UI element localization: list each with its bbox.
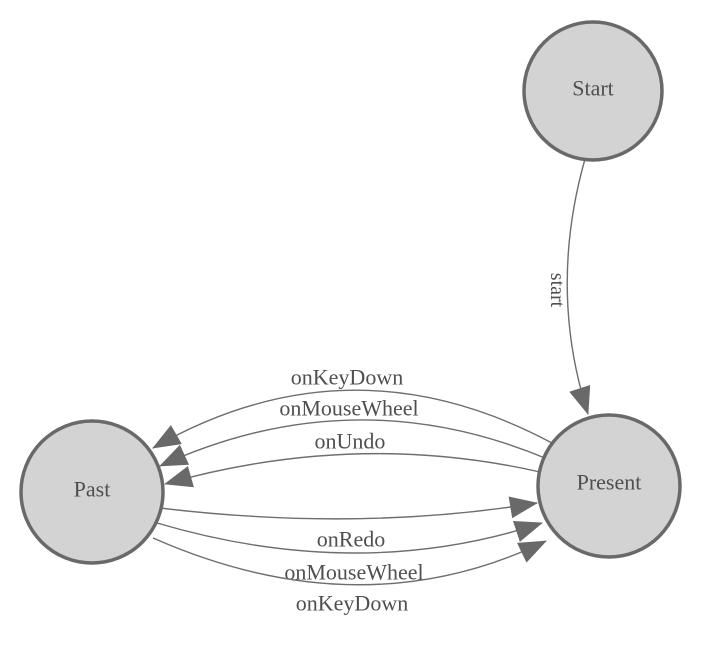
edge-path-onkeydown-upper[interactable] xyxy=(152,389,553,449)
edge-label-onundo: onUndo xyxy=(315,429,386,454)
state-node-present-circle[interactable] xyxy=(536,413,682,559)
state-node-start[interactable]: Start xyxy=(522,20,664,162)
state-node-start-label: Start xyxy=(572,76,614,101)
edge-path-onundo[interactable] xyxy=(164,452,541,488)
edge-past-to-present-onredo[interactable]: onRedo xyxy=(159,496,538,552)
edge-path-onmousewheel-lower[interactable] xyxy=(156,520,543,554)
edge-label-onmousewheel-lower: onMouseWheel xyxy=(284,560,423,585)
state-node-past-label: Past xyxy=(74,477,111,502)
edge-path-start-to-present[interactable] xyxy=(566,158,591,415)
edge-present-to-past-onkeydown[interactable]: onKeyDown xyxy=(152,365,553,449)
edge-present-to-past-onmousewheel[interactable]: onMouseWheel xyxy=(159,396,546,467)
edge-path-onmousewheel-upper[interactable] xyxy=(159,419,546,467)
edge-start-to-present[interactable]: start xyxy=(546,158,591,415)
edge-past-to-present-onmousewheel[interactable]: onMouseWheel xyxy=(156,520,543,585)
edge-label-onkeydown-upper: onKeyDown xyxy=(291,365,403,390)
edge-label-start: start xyxy=(546,273,568,308)
edge-present-to-past-onundo[interactable]: onUndo xyxy=(164,429,541,488)
edge-path-onredo[interactable] xyxy=(159,496,538,520)
edge-label-onkeydown-lower: onKeyDown xyxy=(296,591,408,616)
state-node-present-label: Present xyxy=(577,470,642,495)
edge-label-onmousewheel-upper: onMouseWheel xyxy=(279,396,418,421)
state-node-past[interactable]: Past xyxy=(19,419,165,565)
state-node-start-circle[interactable] xyxy=(522,20,664,162)
state-node-past-circle[interactable] xyxy=(19,419,165,565)
edge-label-onredo: onRedo xyxy=(317,527,385,552)
state-node-present[interactable]: Present xyxy=(536,413,682,559)
edge-path-onkeydown-lower[interactable] xyxy=(152,537,547,586)
edge-past-to-present-onkeydown[interactable]: onKeyDown xyxy=(152,537,547,616)
